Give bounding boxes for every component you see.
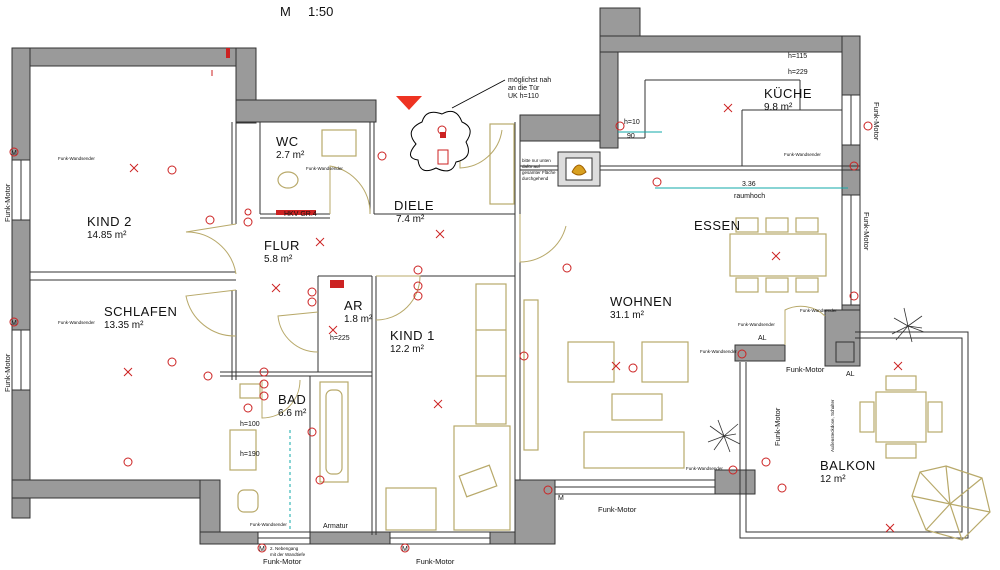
room-name-kind1: KIND 1 — [390, 328, 435, 343]
kueche-h229-label: h=229 — [788, 69, 808, 76]
dimension-lines — [289, 131, 848, 530]
electrical-symbols — [9, 48, 903, 553]
bad-note-line1: 2. Nebengang — [270, 546, 299, 551]
motor-m-5: M — [11, 150, 17, 157]
raumhoch-label: raumhoch — [734, 193, 765, 200]
room-name-schlafen: SCHLAFEN — [104, 304, 177, 319]
motor-m-2: M — [402, 546, 408, 553]
armatur-label: Armatur — [323, 523, 349, 530]
motor-m-3: M — [259, 546, 265, 553]
room-area-bad: 6.6 m² — [278, 408, 307, 419]
motor-m-1: M — [558, 495, 564, 502]
room-name-wohnen: WOHNEN — [610, 294, 672, 309]
door-note-leader — [451, 79, 506, 109]
doors — [185, 124, 826, 419]
kamin-note-line3: gesamter Fläche — [522, 170, 556, 175]
kamin-note-line4: durchgehend — [522, 176, 549, 181]
room-area-schlafen: 13.35 m² — [104, 320, 144, 331]
room-area-kueche: 9.8 m² — [764, 102, 793, 113]
switch-label-kueche: Funk-Wandsender — [784, 152, 821, 157]
door-note-line2: an die Tür — [508, 85, 540, 92]
entry-marker-icon — [396, 96, 422, 110]
furniture — [229, 123, 991, 541]
room-area-kind1: 12.2 m² — [390, 344, 425, 355]
room-name-balkon: BALKON — [820, 458, 876, 473]
motor-left-top: Funk-Motor — [3, 183, 12, 222]
switch-label-essen: Funk-Wandsender — [738, 322, 775, 327]
motor-right-mid: Funk-Motor — [862, 212, 871, 251]
motor-bottom-kind1: Funk-Motor — [416, 557, 455, 566]
room-name-flur: FLUR — [264, 238, 300, 253]
motor-m-4: M — [11, 320, 17, 327]
door-note-line1: möglichst nah — [508, 77, 551, 84]
windows — [11, 94, 861, 545]
room-name-diele: DIELE — [394, 198, 434, 213]
room-area-ar: 1.8 m² — [344, 314, 373, 325]
al-label-2: AL — [846, 371, 855, 378]
kueche-h115-label: h=115 — [788, 53, 807, 60]
room-area-wc: 2.7 m² — [276, 150, 305, 161]
room-name-wc: WC — [276, 134, 299, 149]
kamin-note-line2: dafür auf — [522, 164, 541, 169]
hkv-label: HKV GR.4 — [284, 211, 317, 218]
switch-label-wc: Funk-Wandsender — [306, 166, 343, 171]
al-label-1: AL — [758, 335, 767, 342]
room-area-balkon: 12 m² — [820, 474, 846, 485]
switch-label-bad: Funk-Wandsender — [250, 522, 287, 527]
switch-label-wohnen: Funk-Wandsender — [686, 466, 723, 471]
scale-letter: M — [280, 4, 291, 19]
room-area-diele: 7.4 m² — [396, 214, 425, 225]
balcony-outline — [739, 331, 969, 539]
bad-h100-label: h=100 — [240, 421, 260, 428]
kueche-h10-label: h=10 — [624, 119, 640, 126]
balkon-vertical-note: Außensteckdose, Schalter — [830, 399, 835, 452]
switch-label-schlafen: Funk-Wandsender — [58, 320, 95, 325]
room-area-flur: 5.8 m² — [264, 254, 293, 265]
motor-wohnen-al: Funk-Motor — [786, 365, 825, 374]
door-note-line3: UK h=110 — [508, 93, 539, 100]
motor-balkon-left: Funk-Motor — [773, 407, 782, 446]
room-name-bad: BAD — [278, 392, 306, 407]
motor-left-bottom: Funk-Motor — [3, 353, 12, 392]
switch-label-kind2: Funk-Wandsender — [58, 156, 95, 161]
room-name-ar: AR — [344, 298, 363, 313]
motor-bottom-bad: Funk-Motor — [263, 557, 302, 566]
fireplace-icon — [557, 151, 601, 187]
switch-label-wohnen2: Funk-Wandsender — [700, 349, 737, 354]
room-name-kueche: KÜCHE — [764, 86, 812, 101]
ar-height-label: h=225 — [330, 335, 350, 342]
motor-right-top: Funk-Motor — [872, 102, 881, 141]
room-name-kind2: KIND 2 — [87, 214, 132, 229]
scale-ratio: 1:50 — [308, 4, 333, 19]
plant-icon — [707, 307, 925, 453]
bad-h190-label: h=190 — [240, 451, 260, 458]
kamin-note-line1: bitte nur unten — [522, 158, 551, 163]
room-area-wohnen: 31.1 m² — [610, 310, 645, 321]
motor-bottom-wohnen: Funk-Motor — [598, 505, 637, 514]
switch-label-balkon: Funk-Wandsender — [800, 308, 837, 313]
room-area-kind2: 14.85 m² — [87, 230, 127, 241]
room-name-essen: ESSEN — [694, 218, 741, 233]
dim-90-label: 90 — [627, 133, 635, 140]
doorbell-cloud-icon — [410, 110, 471, 172]
bad-note-line2: mit der Wandtiefe — [270, 552, 306, 557]
dim-336-label: 3.36 — [742, 181, 756, 188]
